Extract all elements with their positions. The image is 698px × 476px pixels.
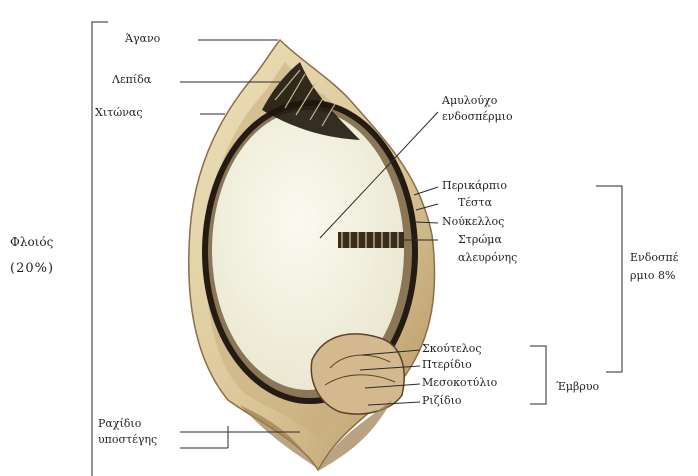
- label-lepida: Λεπίδα: [112, 74, 151, 87]
- label-endosperm-1: Ενδοσπέ: [630, 252, 678, 265]
- label-rachidio-2: υποστέγης: [98, 434, 157, 447]
- label-skoutelos: Σκούτελος: [422, 343, 482, 356]
- label-strwma-2: αλευρόνης: [458, 252, 517, 265]
- aleurone-block: [338, 232, 404, 248]
- label-pteridio: Πτερίδιο: [422, 359, 472, 372]
- label-strwma-1: Στρώμα: [458, 234, 502, 247]
- label-floios-pct: (20%): [10, 262, 54, 277]
- label-amylodes-2: ενδοσπέρμιο: [442, 111, 513, 124]
- label-chitonas: Χιτώνας: [95, 107, 142, 120]
- label-rizidio: Ριζίδιο: [422, 395, 462, 408]
- label-rachidio-1: Ραχίδιο: [98, 418, 141, 431]
- label-floios: Φλοιός: [10, 236, 53, 250]
- label-agano: Άγανο: [125, 33, 160, 46]
- label-testa: Τέστα: [458, 197, 492, 210]
- label-endosperm-2: ρμιο 8%: [630, 270, 676, 283]
- label-embryo: Έμβρυο: [556, 381, 599, 394]
- label-perikarpio: Περικάρπιο: [442, 180, 507, 193]
- label-mesokotylio: Μεσοκοτύλιο: [422, 377, 497, 390]
- label-amylodes-1: Αμυλούχο: [442, 95, 497, 108]
- label-noukellos: Νούκελλος: [442, 216, 504, 229]
